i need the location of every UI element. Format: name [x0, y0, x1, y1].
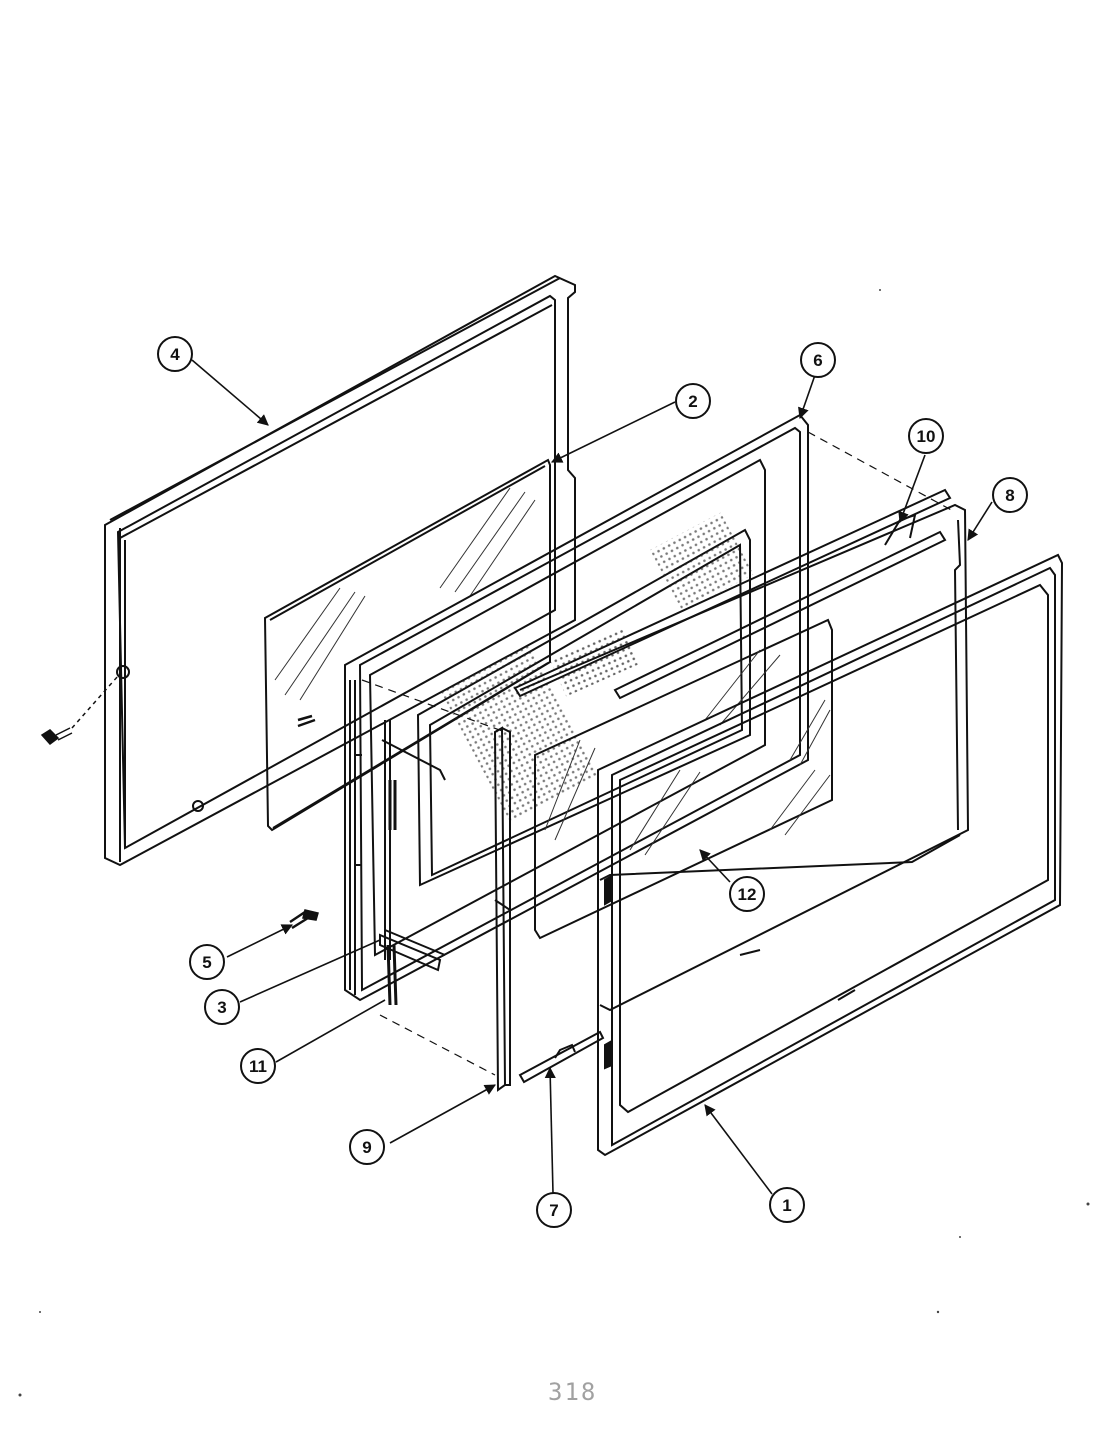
callout-2: 2: [675, 383, 711, 419]
callout-7: 7: [536, 1192, 572, 1228]
callout-9: 9: [349, 1129, 385, 1165]
leader-lines: [191, 359, 993, 1195]
callout-5-label: 5: [202, 953, 211, 972]
callout-4-label: 4: [170, 345, 180, 364]
callout-1-label: 1: [782, 1196, 791, 1215]
callout-3-label: 3: [217, 998, 226, 1017]
callout-8-label: 8: [1005, 486, 1014, 505]
callout-10-label: 10: [917, 427, 936, 446]
callout-8: 8: [992, 477, 1028, 513]
scan-specks: [18, 289, 1090, 1397]
part-8-liner-frame: [519, 503, 970, 1012]
callout-6: 6: [800, 342, 836, 378]
callout-3: 3: [204, 989, 240, 1025]
assembly-guide-lines: [361, 431, 956, 1076]
callout-1: 1: [769, 1187, 805, 1223]
callout-12: 12: [729, 876, 765, 912]
part-6-inner-door: [344, 413, 809, 1002]
part-4-outer-panel: [104, 274, 576, 867]
screw-left: [40, 675, 119, 746]
part-3-hinge: [379, 933, 442, 1006]
callout-11-label: 11: [249, 1057, 267, 1076]
callout-12-label: 12: [738, 885, 757, 904]
callout-6-label: 6: [813, 351, 822, 370]
part-9-side-channel: [493, 726, 511, 1092]
part-10-top-trim: [513, 488, 952, 700]
callout-10: 10: [908, 418, 944, 454]
part-12-glass: [534, 618, 833, 940]
callout-5: 5: [189, 944, 225, 980]
part-1-outer-frame: [597, 553, 1064, 1157]
callout-7-label: 7: [549, 1201, 558, 1220]
part-5-screw: [289, 909, 319, 930]
callout-2-label: 2: [688, 392, 697, 411]
page-code: 318: [548, 1378, 598, 1406]
callout-4: 4: [157, 336, 193, 372]
part-2-glass-panel: [263, 458, 551, 832]
callout-9-label: 9: [362, 1138, 371, 1157]
part-7-bottom-trim: [518, 1030, 605, 1084]
callout-11: 11: [240, 1048, 276, 1084]
